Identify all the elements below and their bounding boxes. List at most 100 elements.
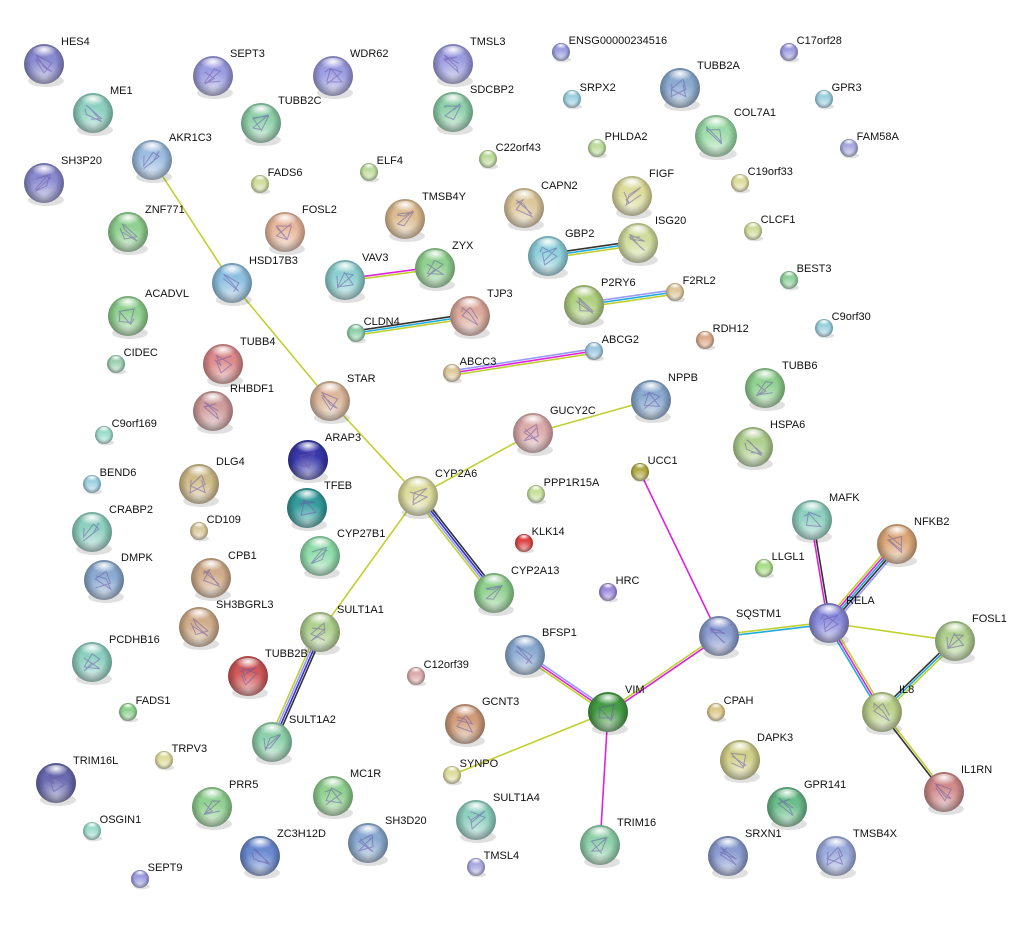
edge-ucc1-sqstm1[interactable] bbox=[639, 471, 720, 637]
edge-star-cyp2a6[interactable] bbox=[329, 400, 419, 497]
node-dapk3[interactable]: DAPK3 bbox=[720, 732, 793, 783]
node-star[interactable]: STAR bbox=[310, 373, 376, 424]
node-hsd17b3[interactable]: HSD17B3 bbox=[212, 255, 298, 306]
node-hspa6[interactable]: HSPA6 bbox=[733, 419, 805, 470]
node-trim16l[interactable]: TRIM16L bbox=[36, 755, 118, 806]
node-tubb2a[interactable]: TUBB2A bbox=[660, 60, 740, 111]
node-cpah[interactable]: CPAH bbox=[707, 695, 753, 723]
node-sh3d20[interactable]: SH3D20 bbox=[348, 815, 427, 866]
node-gcnt3[interactable]: GCNT3 bbox=[445, 696, 519, 747]
node-acadvl[interactable]: ACADVL bbox=[108, 288, 189, 339]
node-mc1r[interactable]: MC1R bbox=[313, 768, 381, 819]
node-gpr141[interactable]: GPR141 bbox=[767, 779, 846, 830]
node-tubb6[interactable]: TUBB6 bbox=[745, 360, 817, 411]
node-dlg4[interactable]: DLG4 bbox=[179, 456, 245, 507]
node-znf771[interactable]: ZNF771 bbox=[108, 204, 185, 255]
node-sh3p20[interactable]: SH3P20 bbox=[24, 155, 102, 206]
node-fads6[interactable]: FADS6 bbox=[251, 167, 303, 195]
node-trpv3[interactable]: TRPV3 bbox=[155, 743, 207, 771]
node-crabp2[interactable]: CRABP2 bbox=[72, 504, 153, 555]
node-tmsl3[interactable]: TMSL3 bbox=[433, 36, 505, 87]
node-gbp2[interactable]: GBP2 bbox=[528, 228, 594, 279]
node-tfeb[interactable]: TFEB bbox=[287, 480, 352, 531]
node-cd109[interactable]: CD109 bbox=[190, 514, 241, 542]
node-abcg2[interactable]: ABCG2 bbox=[585, 334, 639, 362]
edge-abcc3-abcg2[interactable] bbox=[451, 348, 595, 376]
node-cyp2a13[interactable]: CYP2A13 bbox=[474, 565, 559, 616]
node-mafk[interactable]: MAFK bbox=[792, 492, 860, 543]
node-rdh12[interactable]: RDH12 bbox=[696, 323, 749, 351]
node-nppb[interactable]: NPPB bbox=[631, 372, 698, 423]
edge-sult1a1-sult1a2[interactable] bbox=[268, 630, 324, 744]
node-cyp27b1[interactable]: CYP27B1 bbox=[300, 528, 385, 579]
node-p2ry6[interactable]: P2RY6 bbox=[564, 277, 636, 328]
edge-cyp2a6-sult1a1[interactable] bbox=[319, 495, 419, 633]
edge-cyp2a6-cyp2a13[interactable] bbox=[414, 493, 498, 596]
node-c22orf43[interactable]: C22orf43 bbox=[479, 142, 541, 170]
node-ensg00000234516[interactable]: ENSG00000234516 bbox=[552, 35, 667, 63]
node-vav3[interactable]: VAV3 bbox=[325, 252, 389, 303]
node-col7a1[interactable]: COL7A1 bbox=[695, 107, 776, 161]
node-fosl2[interactable]: FOSL2 bbox=[265, 204, 337, 255]
node-capn2[interactable]: CAPN2 bbox=[504, 180, 578, 231]
node-sult1a2[interactable]: SULT1A2 bbox=[252, 714, 336, 765]
node-tmsl4[interactable]: TMSL4 bbox=[467, 850, 519, 878]
node-il8[interactable]: IL8 bbox=[862, 684, 914, 735]
edge-akr1c3-hsd17b3[interactable] bbox=[151, 159, 233, 284]
node-cpb1[interactable]: CPB1 bbox=[191, 550, 257, 601]
node-hrc[interactable]: HRC bbox=[599, 575, 640, 603]
edge-sqstm1-vim[interactable] bbox=[606, 634, 721, 714]
node-c19orf33[interactable]: C19orf33 bbox=[731, 166, 793, 194]
edge-vim-synpo[interactable] bbox=[451, 711, 609, 776]
node-fosl1[interactable]: FOSL1 bbox=[935, 613, 1007, 664]
node-abcc3[interactable]: ABCC3 bbox=[443, 356, 496, 384]
node-fads1[interactable]: FADS1 bbox=[119, 695, 171, 723]
node-il1rn[interactable]: IL1RN bbox=[924, 764, 992, 815]
node-srpx2[interactable]: SRPX2 bbox=[563, 82, 616, 110]
node-sult1a4[interactable]: SULT1A4 bbox=[456, 792, 540, 843]
node-hes4[interactable]: HES4 bbox=[24, 36, 90, 87]
node-wdr62[interactable]: WDR62 bbox=[313, 48, 389, 99]
node-osgin1[interactable]: OSGIN1 bbox=[83, 814, 141, 842]
node-tubb4[interactable]: TUBB4 bbox=[203, 336, 275, 387]
node-bend6[interactable]: BEND6 bbox=[83, 467, 136, 495]
node-c9orf30[interactable]: C9orf30 bbox=[815, 311, 871, 339]
node-tmsb4x[interactable]: TMSB4X bbox=[816, 828, 898, 879]
node-ucc1[interactable]: UCC1 bbox=[631, 455, 678, 483]
node-srxn1[interactable]: SRXN1 bbox=[708, 828, 782, 879]
edge-vim-trim16[interactable] bbox=[599, 711, 609, 846]
node-arap3[interactable]: ARAP3 bbox=[288, 432, 361, 483]
node-nfkb2[interactable]: NFKB2 bbox=[877, 516, 949, 567]
node-isg20[interactable]: ISG20 bbox=[618, 215, 686, 266]
node-klk14[interactable]: KLK14 bbox=[515, 526, 565, 554]
node-phlda2[interactable]: PHLDA2 bbox=[588, 131, 647, 159]
node-prr5[interactable]: PRR5 bbox=[192, 779, 258, 830]
node-sult1a1[interactable]: SULT1A1 bbox=[300, 604, 384, 655]
node-pcdhb16[interactable]: PCDHB16 bbox=[72, 634, 160, 685]
node-figf[interactable]: FIGF bbox=[612, 168, 674, 219]
node-trim16[interactable]: TRIM16 bbox=[580, 817, 656, 868]
node-c9orf169[interactable]: C9orf169 bbox=[95, 418, 157, 446]
node-cidec[interactable]: CIDEC bbox=[107, 347, 158, 375]
edge-cyp2a6-gucy2c[interactable] bbox=[417, 432, 534, 497]
node-tubb2c[interactable]: TUBB2C bbox=[241, 95, 321, 146]
node-tjp3[interactable]: TJP3 bbox=[450, 288, 513, 339]
node-me1[interactable]: ME1 bbox=[73, 85, 133, 136]
node-zyx[interactable]: ZYX bbox=[415, 240, 474, 291]
node-akr1c3[interactable]: AKR1C3 bbox=[132, 132, 212, 183]
node-rela[interactable]: RELA bbox=[809, 595, 875, 646]
node-gucy2c[interactable]: GUCY2C bbox=[513, 405, 596, 456]
node-rhbdf1[interactable]: RHBDF1 bbox=[193, 383, 274, 434]
node-sept3[interactable]: SEPT3 bbox=[193, 48, 265, 99]
node-sdcbp2[interactable]: SDCBP2 bbox=[433, 84, 514, 135]
node-synpo[interactable]: SYNPO bbox=[443, 758, 499, 786]
node-f2rl2[interactable]: F2RL2 bbox=[666, 275, 716, 303]
edge-gucy2c-nppb[interactable] bbox=[532, 399, 652, 434]
node-cldn4[interactable]: CLDN4 bbox=[347, 316, 400, 344]
node-sept9[interactable]: SEPT9 bbox=[131, 862, 183, 890]
node-ppp1r15a[interactable]: PPP1R15A bbox=[527, 477, 600, 505]
edge-rela-fosl1[interactable] bbox=[828, 622, 956, 642]
node-tmsb4y[interactable]: TMSB4Y bbox=[385, 191, 467, 242]
node-llgl1[interactable]: LLGL1 bbox=[755, 551, 805, 579]
